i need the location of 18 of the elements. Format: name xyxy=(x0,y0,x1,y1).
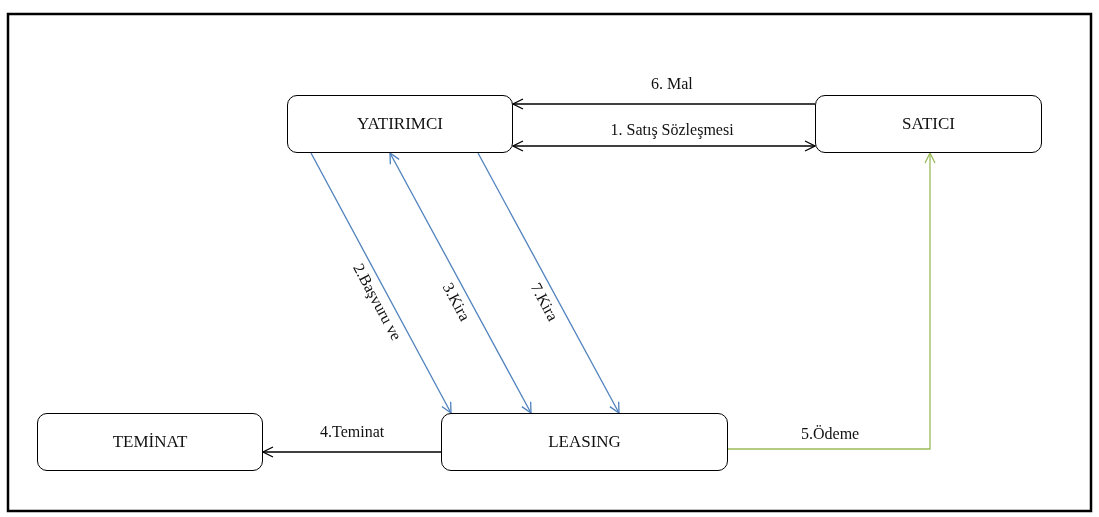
edge-label: 1. Satış Sözleşmesi xyxy=(608,121,736,139)
edge-label: 7.Kira xyxy=(526,279,563,326)
node-label: TEMİNAT xyxy=(112,432,188,452)
arrow xyxy=(262,446,442,458)
entity-box xyxy=(37,413,263,471)
entity-box xyxy=(815,95,1042,153)
node-label: LEASING xyxy=(548,432,621,452)
arrow xyxy=(389,152,532,414)
arrow xyxy=(477,152,620,414)
arrow xyxy=(727,152,936,450)
arrow xyxy=(512,140,816,152)
edge-label: 3.Kira xyxy=(438,279,475,326)
node-label: YATIRIMCI xyxy=(357,114,443,134)
arrow xyxy=(512,98,816,110)
entity-box xyxy=(441,413,728,471)
node-label: SATICI xyxy=(902,114,955,134)
arrow xyxy=(310,152,452,414)
entity-box xyxy=(287,95,513,153)
